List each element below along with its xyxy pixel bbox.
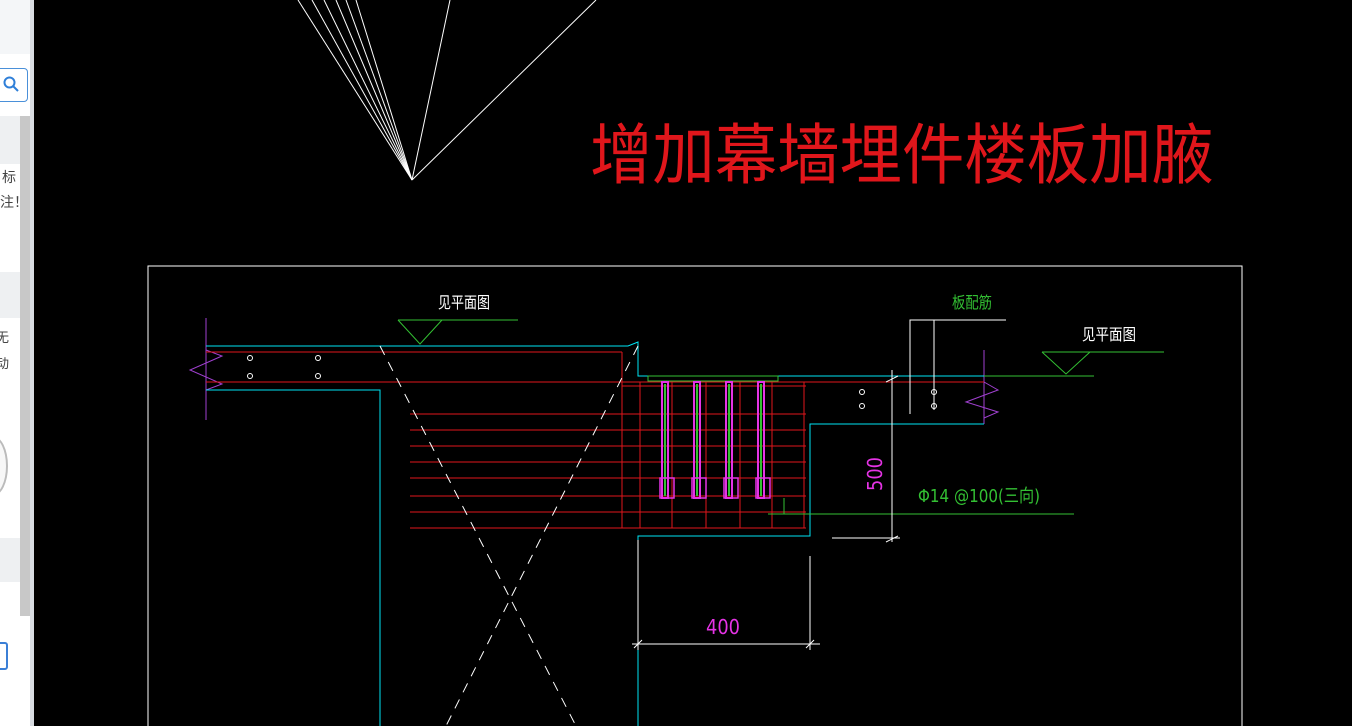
panel-band <box>0 272 20 318</box>
label-see-plan-left: 见平面图 <box>438 293 490 312</box>
panel-text-1: 标注！ <box>0 170 28 211</box>
scrollbar-thumb[interactable] <box>20 116 30 616</box>
search-button[interactable] <box>0 68 28 102</box>
panel-divider[interactable] <box>30 0 34 726</box>
panel-band <box>0 538 20 582</box>
panel-header <box>0 0 34 54</box>
level-marker-left <box>397 319 518 345</box>
rebar-note-leader <box>768 498 1074 515</box>
avatar[interactable] <box>0 436 8 496</box>
label-slab-rebar: 板配筋 <box>952 293 992 312</box>
label-see-plan-right: 见平面图 <box>1082 325 1136 344</box>
drawing-title: 增加幕墙埋件楼板加腋 <box>590 117 1214 194</box>
dimension-500: 500 <box>863 457 887 491</box>
embedded-anchor-plate <box>647 375 779 499</box>
panel-band <box>0 116 20 164</box>
slab-rebar-leader <box>909 319 1006 414</box>
panel-text-2a: 无 <box>0 331 10 346</box>
rebar-lines <box>206 351 984 529</box>
panel-text-2: 无 动 <box>0 326 9 378</box>
drawing-frame <box>147 265 1243 726</box>
left-side-panel: 标注！ 无 动 <box>0 0 34 726</box>
search-icon <box>3 76 19 92</box>
break-line-left <box>188 318 224 420</box>
panel-text-2b: 动 <box>0 357 10 372</box>
document-icon[interactable] <box>0 642 8 670</box>
rebar-note: Φ14 @100(三向) <box>918 486 1040 507</box>
dimension-horizontal <box>632 540 820 650</box>
dimension-vertical <box>832 370 900 543</box>
break-line-right <box>964 350 1000 424</box>
level-marker-right <box>984 351 1164 377</box>
dimension-400: 400 <box>706 615 740 639</box>
radial-lines <box>297 0 597 181</box>
cad-drawing-canvas[interactable]: 增加幕墙埋件楼板加腋 <box>34 0 1352 726</box>
